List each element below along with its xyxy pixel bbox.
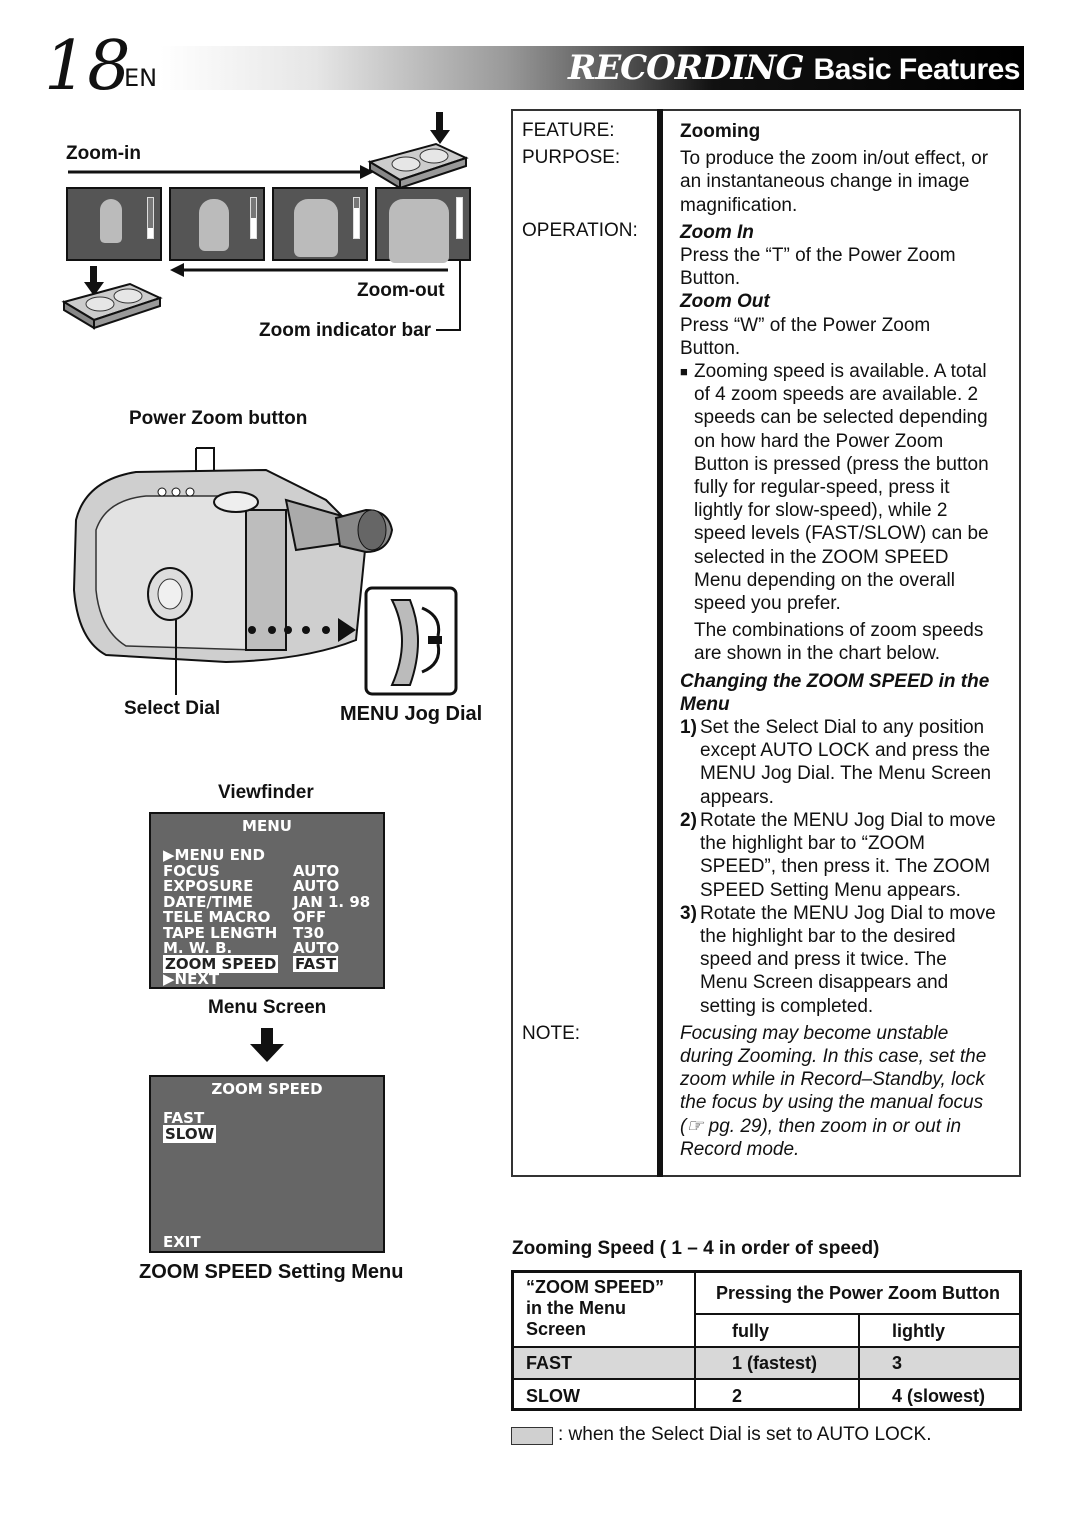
zoom-indicator-bar — [456, 197, 463, 239]
feature-label: FEATURE: — [522, 120, 615, 141]
zoom-thumbnail-2 — [169, 187, 265, 261]
viewfinder-label: Viewfinder — [218, 782, 314, 803]
zoom-speed-option: FAST — [163, 1109, 205, 1127]
speed-table-title: Zooming Speed ( 1 – 4 in order of speed) — [512, 1238, 880, 1259]
legend-swatch — [511, 1427, 553, 1445]
zoom-level-fill — [251, 218, 256, 238]
zoom-out-heading: Zoom Out — [680, 291, 770, 313]
power-zoom-button-label: Power Zoom button — [129, 408, 308, 429]
speed-table-shaded-row — [514, 1346, 1019, 1378]
step-2: 2) Rotate the MENU Jog Dial to move the … — [680, 809, 996, 901]
speed-table-row-slow: SLOW — [526, 1386, 580, 1406]
operation-label: OPERATION: — [522, 220, 638, 241]
menu-row: M. W. B.AUTO — [163, 939, 340, 957]
speed-table-header-lightly: lightly — [892, 1321, 945, 1341]
header-bar — [160, 46, 1024, 90]
zoom-diagram-arrows — [68, 112, 461, 331]
zoom-thumbnail-1 — [66, 187, 162, 261]
zoom-out-text: Press “W” of the Power Zoom Button. — [680, 314, 931, 359]
speed-table-group-header: Pressing the Power Zoom Button — [716, 1283, 1001, 1303]
section-title-main: RECORDING — [567, 48, 805, 88]
combinations-text: The combinations of zoom speeds are show… — [694, 620, 984, 665]
menu-row: ▶NEXT — [163, 970, 220, 988]
speed-table: “ZOOM SPEED” in the Menu Screen Pressing… — [511, 1270, 1022, 1411]
page-language: EN — [124, 64, 158, 92]
note-text: Focusing may become unstable during Zoom… — [680, 1022, 987, 1160]
zoom-indicator-bar — [147, 197, 154, 239]
zoom-out-label: Zoom-out — [357, 280, 445, 301]
zoom-speed-screen-title: ZOOM SPEED — [211, 1080, 323, 1098]
camcorder-illustration — [72, 447, 458, 696]
menu-screen-caption: Menu Screen — [208, 997, 327, 1018]
purpose-label: PURPOSE: — [522, 147, 621, 168]
bullet-marker: ■ — [680, 364, 688, 380]
speed-table-row-fast: FAST — [526, 1353, 573, 1373]
legend-text: : when the Select Dial is set to AUTO LO… — [558, 1424, 932, 1445]
zoom-in-heading: Zoom In — [680, 221, 754, 243]
step-1: 1) Set the Select Dial to any position e… — [680, 717, 992, 808]
feature-table-divider — [657, 109, 663, 1177]
step-3: 3) Rotate the MENU Jog Dial to move the … — [680, 902, 996, 1017]
feature-content: Zooming To produce the zoom in/out effec… — [680, 120, 1016, 1161]
select-dial-label: Select Dial — [124, 698, 221, 719]
changing-zoom-speed-heading: Changing the ZOOM SPEED in the Menu — [680, 670, 990, 715]
zoom-speed-exit: EXIT — [163, 1233, 201, 1251]
menu-jog-dial-label: MENU Jog Dial — [340, 703, 483, 725]
speed-table-cell: 3 — [892, 1353, 903, 1373]
purpose-text: To produce the zoom in/out effect, or an… — [680, 148, 989, 216]
note-label: NOTE: — [522, 1023, 581, 1044]
zoom-level-fill — [354, 208, 359, 238]
zoom-in-text: Press the “T” of the Power Zoom Button. — [680, 245, 956, 290]
power-zoom-button-bottom-icon — [61, 282, 163, 330]
speed-table-cell: 2 — [732, 1386, 743, 1406]
speed-table-cell: 4 (slowest) — [892, 1386, 986, 1406]
section-title-sub: Basic Features — [813, 53, 1021, 86]
zoom-indicator-bar — [353, 197, 360, 239]
power-zoom-button-top-icon — [367, 142, 469, 190]
zoom-indicator-bar-label: Zoom indicator bar — [259, 320, 432, 341]
speed-table-header-fully: fully — [732, 1321, 770, 1341]
zoom-speed-menu-caption: ZOOM SPEED Setting Menu — [139, 1261, 404, 1283]
menu-row: ▶MENU END — [163, 846, 265, 864]
zoom-in-label: Zoom-in — [66, 143, 141, 164]
down-arrow-icon — [250, 1028, 284, 1062]
zoom-level-fill — [148, 228, 153, 238]
zoom-speed-bullet: ■ Zooming speed is available. A total of… — [680, 360, 1016, 666]
speed-table-col1-header: “ZOOM SPEED” in the Menu Screen — [526, 1277, 665, 1339]
zoom-indicator-bar — [250, 197, 257, 239]
zoom-thumbnail-3 — [272, 187, 368, 261]
speed-table-cell: 1 (fastest) — [732, 1353, 818, 1373]
zoom-thumbnail-4 — [375, 187, 471, 263]
zoom-level-fill — [457, 198, 462, 238]
page-number: 18 — [44, 27, 131, 106]
feature-table — [511, 109, 1021, 1177]
zoom-speed-option-highlighted: SLOW — [163, 1125, 217, 1143]
menu-screen-title: MENU — [242, 817, 292, 835]
zoom-speed-screen: ZOOM SPEED FAST SLOW EXIT — [149, 1075, 385, 1253]
feature-value: Zooming — [680, 121, 761, 142]
